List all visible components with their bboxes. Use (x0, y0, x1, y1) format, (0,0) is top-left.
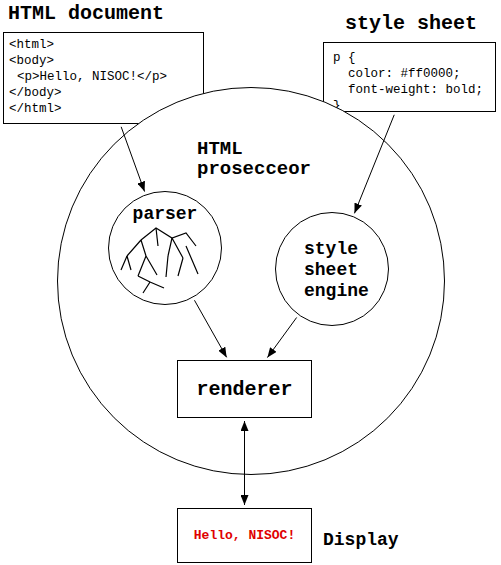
circle-label: parser (108, 203, 222, 225)
code-line: } (333, 98, 495, 114)
box-heading: HTML document (8, 3, 164, 25)
display-box: Hello, NISOC!Display (177, 508, 312, 563)
code-line: <p>Hello, NISOC!</p> (9, 69, 203, 85)
style-sheet-box: style sheetp {color: #ff0000;font-weight… (323, 42, 496, 112)
rendered-text: Hello, NISOC! (194, 528, 295, 543)
circle-outline (276, 213, 389, 326)
style-engine-circle: style sheet engine (275, 212, 389, 326)
code-line: <html> (9, 37, 203, 53)
parser-circle: parser (108, 191, 222, 305)
circle-label: HTML prosecceor (197, 139, 327, 179)
circle-outline (58, 88, 445, 475)
display-label: Display (323, 530, 399, 550)
circle-outline (109, 192, 222, 305)
code-line: </body> (9, 85, 203, 101)
code-line: <body> (9, 53, 203, 69)
code-line: color: #ff0000; (333, 66, 495, 82)
circle-label: style sheet engine (304, 239, 382, 302)
renderer-box: renderer (177, 360, 312, 418)
processor-circle: HTML prosecceor parser style sheet engine r… (57, 87, 445, 475)
box-heading: style sheet (345, 13, 477, 35)
code-line: p { (333, 50, 495, 66)
box-label: renderer (196, 378, 292, 401)
code-line: font-weight: bold; (333, 82, 495, 98)
